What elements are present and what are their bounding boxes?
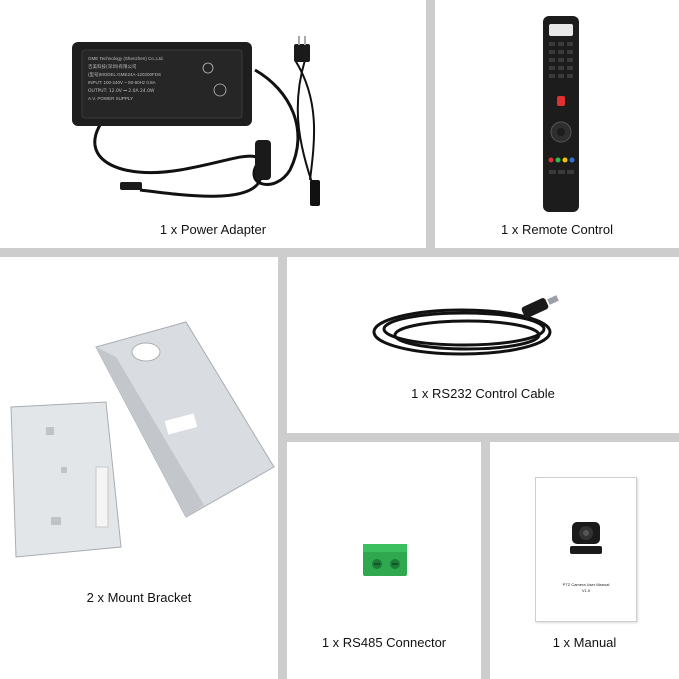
adapter-label-line-2: 吉美科技(深圳)有限公司 bbox=[88, 63, 137, 70]
rs232-cable-panel: 1 x RS232 Control Cable bbox=[287, 257, 679, 433]
ptz-camera-image bbox=[570, 522, 602, 554]
rs232-cable-image bbox=[372, 295, 559, 356]
adapter-label-line-5: OUTPUT: 12.0V ⎓ 2.0A 24.0W bbox=[88, 88, 155, 94]
adapter-label-line-6: A.V. POWER SUPPLY bbox=[88, 96, 133, 101]
rs485-connector-panel: 1 x RS485 Connector bbox=[287, 442, 481, 679]
manual-panel: PTZ Camera User Manual V1.0 1 x Manual bbox=[490, 442, 679, 679]
certification-mark-icon bbox=[202, 62, 214, 74]
adapter-label-line-1: GME Technology (Shenzhen) Co.,Ltd. bbox=[88, 56, 164, 61]
mount-bracket-panel: 2 x Mount Bracket bbox=[0, 257, 278, 679]
rs232-cable-caption: 1 x RS232 Control Cable bbox=[411, 386, 555, 401]
ul-mark-icon bbox=[213, 83, 227, 97]
manual-title: PTZ Camera User Manual bbox=[562, 582, 610, 587]
rs485-connector-image bbox=[363, 544, 407, 576]
mount-bracket-image bbox=[10, 321, 275, 558]
manual-version: V1.0 bbox=[581, 588, 591, 593]
power-adapter-image: GME Technology (Shenzhen) Co.,Ltd. 吉美科技(… bbox=[72, 36, 320, 206]
remote-control-caption: 1 x Remote Control bbox=[501, 222, 613, 237]
rs485-connector-caption: 1 x RS485 Connector bbox=[321, 635, 447, 650]
remote-control-panel: 1 x Remote Control bbox=[435, 0, 679, 248]
remote-control-image bbox=[543, 16, 579, 212]
adapter-label-line-3: (型号)MODEL:GME24A-120200FDS bbox=[88, 71, 161, 78]
manual-cover: PTZ Camera User Manual V1.0 bbox=[535, 477, 637, 622]
mount-bracket-caption: 2 x Mount Bracket bbox=[86, 590, 192, 605]
power-adapter-caption: 1 x Power Adapter bbox=[159, 222, 267, 237]
power-adapter-panel: GME Technology (Shenzhen) Co.,Ltd. 吉美科技(… bbox=[0, 0, 426, 248]
adapter-label-line-4: INPUT: 100-240V ~ 50-60Hz 0.8A bbox=[88, 80, 156, 85]
manual-caption: 1 x Manual bbox=[552, 635, 617, 650]
